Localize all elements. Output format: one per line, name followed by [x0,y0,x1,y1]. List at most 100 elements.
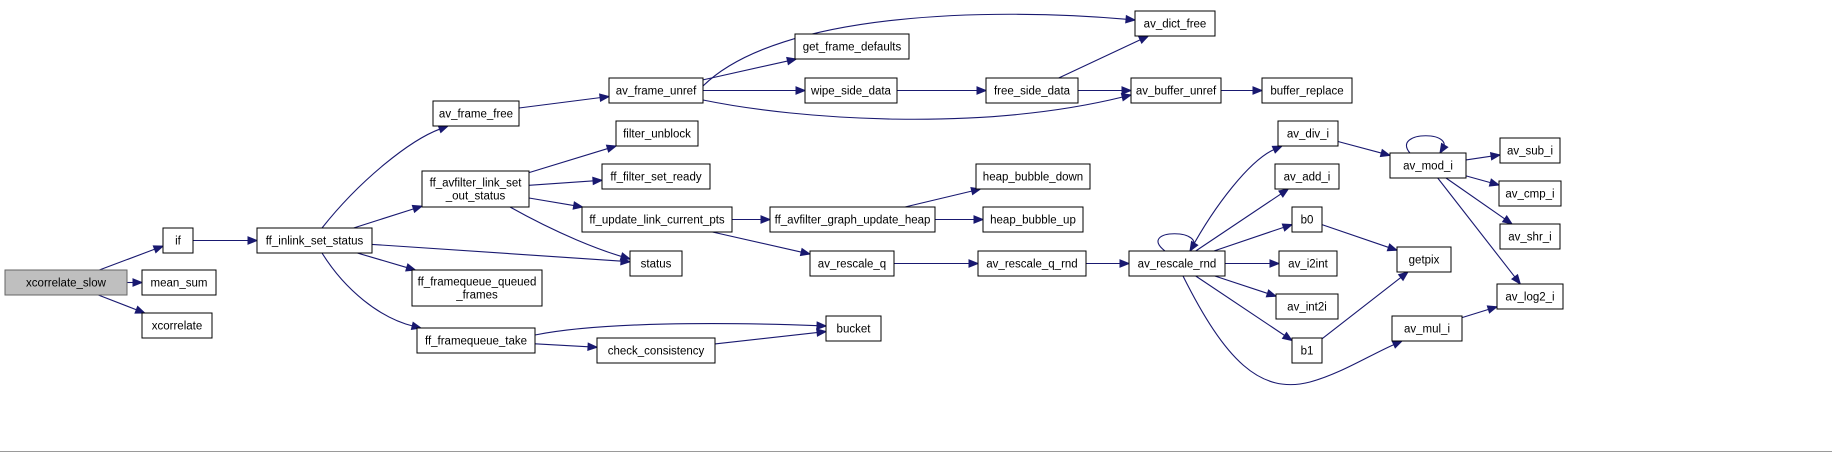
node-label: av_dict_free [1144,19,1207,31]
edge-line [1182,275,1395,386]
node-wipe-side-data[interactable]: wipe_side_data [804,77,898,104]
node-xcorrelate-slow[interactable]: xcorrelate_slow [4,269,128,296]
arrowhead [1278,188,1290,198]
node-av-mul-i[interactable]: av_mul_i [1391,315,1463,342]
node-ff-avfilter-graph-update-heap[interactable]: ff_avfilter_graph_update_heap [769,206,936,233]
node-box [1496,283,1564,310]
node-label: av_rescale_q [818,259,886,271]
arrowhead [1121,86,1133,95]
node-av-cmp-i[interactable]: av_cmp_i [1498,180,1562,207]
bottom-divider [0,451,1832,452]
node-filter-unblock[interactable]: filter_unblock [615,120,699,147]
edge-line [528,147,609,174]
arrowhead [976,86,988,95]
arrowhead [405,263,417,272]
node-av-buffer-unref[interactable]: av_buffer_unref [1130,77,1222,104]
edge-av_mod_i-to-av_shr_i [1445,177,1514,225]
node-av-div-i[interactable]: av_div_i [1277,120,1339,147]
edge-av_frame_unref-to-av_buffer_unref [702,93,1133,120]
node-av-mod-i[interactable]: av_mod_i [1389,152,1467,179]
node-ff-framequeue-take[interactable]: ff_framequeue_take [416,327,536,354]
node-box [825,315,882,342]
node-av-i2int[interactable]: av_i2int [1278,250,1338,277]
edge-line [1195,192,1283,252]
node-box [1275,293,1339,320]
node-av-frame-free[interactable]: av_frame_free [432,100,520,127]
node-get-frame-defaults[interactable]: get_frame_defaults [794,33,910,60]
node-b0[interactable]: b0 [1291,206,1323,233]
edge-line [1213,226,1285,252]
node-box [256,227,373,254]
node-box [1130,77,1222,104]
node-label: heap_bubble_down [983,172,1083,184]
node-av-rescale-rnd[interactable]: av_rescale_rnd [1128,250,1226,277]
node-mean-sum[interactable]: mean_sum [141,269,217,296]
node-free-side-data[interactable]: free_side_data [985,77,1079,104]
node-label: check_consistency [608,346,705,358]
node-av-int2i[interactable]: av_int2i [1275,293,1339,320]
node-label: _frames [455,290,498,302]
node-getpix[interactable]: getpix [1396,246,1452,273]
node-bucket[interactable]: bucket [825,315,882,342]
edge-line [528,197,575,207]
edge-b1-to-getpix [1321,271,1409,340]
node-box [985,77,1079,104]
edge-av_rescale_rnd-to-av_div_i [1189,145,1284,252]
arrowhead [1265,289,1278,298]
node-ff-inlink-set-status[interactable]: ff_inlink_set_status [256,227,373,254]
arrowhead [799,247,812,257]
node-ff-update-link-current-pts[interactable]: ff_update_link_current_pts [581,206,733,233]
node-label: filter_unblock [623,129,691,141]
edge-line [1406,135,1445,154]
node-heap-bubble-down[interactable]: heap_bubble_down [975,163,1091,190]
arrowhead [572,201,584,210]
node-ff-avfilter-link-set-out-status[interactable]: ff_avfilter_link_set_out_status [421,170,530,208]
edge-av_mod_i-to-av_log2_i [1437,177,1522,286]
node-av-frame-unref[interactable]: av_frame_unref [608,77,704,104]
arrowhead [795,86,807,95]
edge-av_rescale_rnd-to-av_i2int [1225,259,1281,268]
node-check-consistency[interactable]: check_consistency [596,337,716,364]
edge-ff_avfilter_graph_update_heap-to-heap_bubble_down [904,186,982,208]
edge-av_mod_i-to-av_sub_i [1465,152,1502,161]
node-label: ff_avfilter_graph_update_heap [775,215,931,227]
node-av-rescale-q[interactable]: av_rescale_q [809,250,895,277]
node-box [416,327,536,354]
edge-line [1058,38,1142,79]
edge-xcorrelate_slow-to-xcorrelate [98,294,146,314]
node-box [769,206,936,233]
edge-line [99,248,156,271]
node-if[interactable]: if [162,227,194,254]
node-status[interactable]: status [629,250,683,277]
node-av-log2-i[interactable]: av_log2_i [1496,283,1564,310]
node-av-add-i[interactable]: av_add_i [1274,163,1340,190]
node-av-rescale-q-rnd[interactable]: av_rescale_q_rnd [977,250,1087,277]
node-box [601,163,711,190]
edge-line [98,294,138,311]
node-heap-bubble-up[interactable]: heap_bubble_up [982,206,1084,233]
node-b1[interactable]: b1 [1291,337,1323,364]
arrowhead [786,56,798,66]
edge-av_frame_unref-to-wipe_side_data [702,86,807,95]
node-label: b1 [1301,346,1314,358]
arrowhead [1379,148,1392,158]
edge-xcorrelate_slow-to-mean_sum [126,278,144,287]
node-buffer-replace[interactable]: buffer_replace [1261,77,1353,104]
node-av-shr-i[interactable]: av_shr_i [1499,223,1561,250]
node-label: av_buffer_unref [1136,86,1217,98]
edge-av_rescale_rnd-to-b1 [1195,275,1294,342]
node-label: av_rescale_q_rnd [986,259,1077,271]
arrowhead [1125,14,1137,24]
node-av-sub-i[interactable]: av_sub_i [1499,137,1561,164]
edge-ff_inlink_set_status-to-ff_framequeue_take [321,252,423,330]
node-box [1391,315,1463,342]
edge-av_rescale_rnd-to-av_add_i [1195,188,1290,252]
node-ff-framequeue-queued-frames[interactable]: ff_framequeue_queued_frames [411,269,543,307]
node-box [596,337,716,364]
node-xcorrelate[interactable]: xcorrelate [141,312,213,339]
arrowhead [1391,340,1404,349]
arrowhead [968,259,980,268]
node-box [1278,250,1338,277]
node-av-dict-free[interactable]: av_dict_free [1134,10,1216,37]
node-ff-filter-set-ready[interactable]: ff_filter_set_ready [601,163,711,190]
